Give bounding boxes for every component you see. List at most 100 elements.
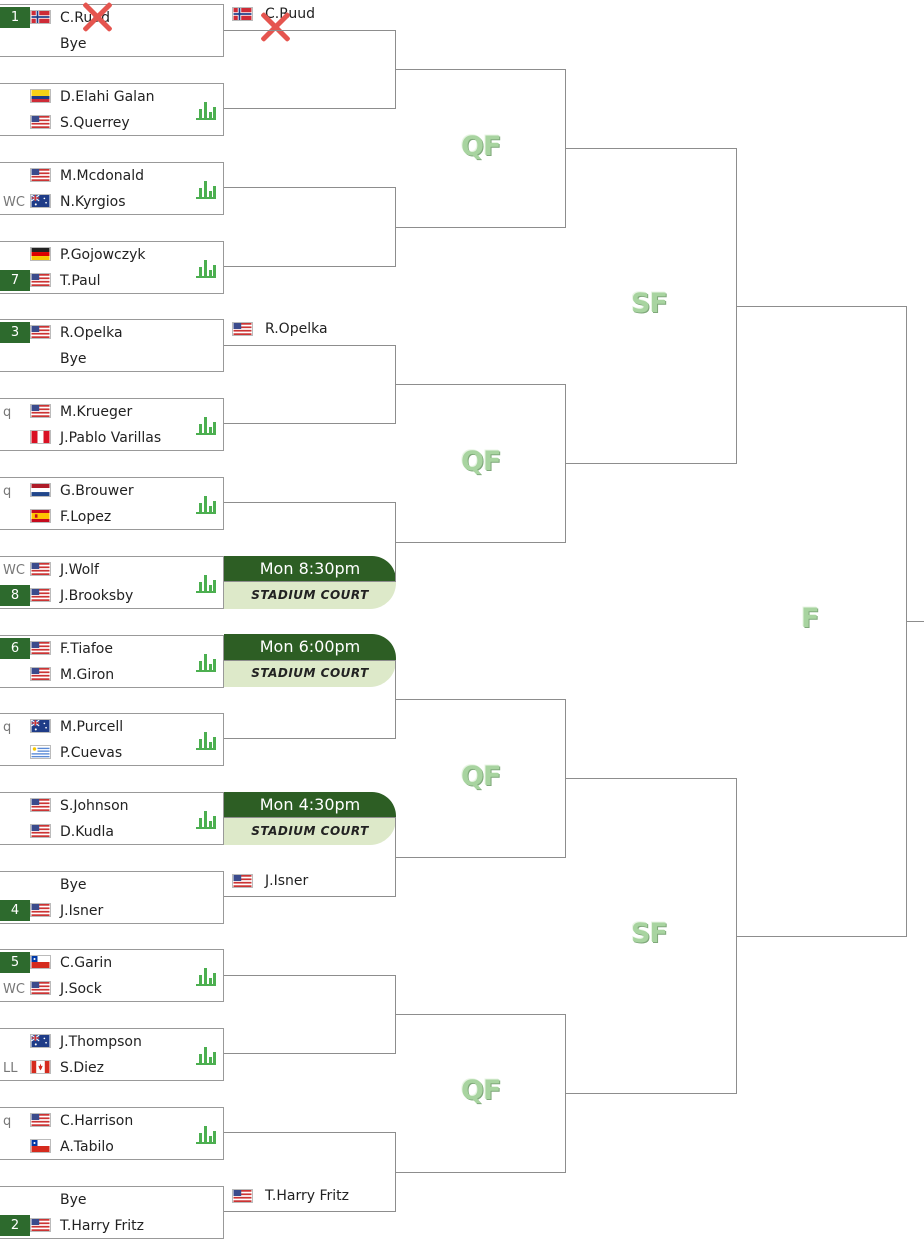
match-stats-icon[interactable] xyxy=(196,1043,218,1065)
flag-usa-icon xyxy=(30,115,51,129)
player-name[interactable]: C.Harrison xyxy=(60,1113,134,1129)
seed-badge: 7 xyxy=(0,270,30,291)
player-name[interactable]: P.Gojowczyk xyxy=(60,247,146,263)
bracket-line xyxy=(395,975,396,1054)
player-name[interactable]: R.Opelka xyxy=(60,325,123,341)
match-box: P.Gojowczyk 7 T.Paul xyxy=(0,241,224,294)
player-name[interactable]: S.Querrey xyxy=(60,115,130,131)
player-name[interactable]: F.Lopez xyxy=(60,509,112,525)
schedule-court: STADIUM COURT xyxy=(224,582,396,609)
player-name[interactable]: S.Diez xyxy=(60,1060,104,1076)
match-stats-icon[interactable] xyxy=(196,177,218,199)
match-stats-icon[interactable] xyxy=(196,807,218,829)
flag-australia-icon xyxy=(30,194,51,208)
bracket-line xyxy=(737,306,907,307)
bracket-line xyxy=(224,1053,396,1054)
bracket-line xyxy=(224,1211,396,1212)
eliminated-x-icon xyxy=(80,0,114,34)
flag-usa-icon xyxy=(30,273,51,287)
match-stats-icon[interactable] xyxy=(196,492,218,514)
round-label-qf: QF xyxy=(461,1075,501,1106)
flag-usa-icon xyxy=(30,562,51,576)
player-name[interactable]: M.Giron xyxy=(60,667,115,683)
bracket-line xyxy=(396,857,566,858)
entry-tag: q xyxy=(3,405,12,420)
player-name[interactable]: S.Johnson xyxy=(60,798,129,814)
seed-badge: 6 xyxy=(0,638,30,659)
match-stats-icon[interactable] xyxy=(196,964,218,986)
schedule-time: Mon 4:30pm xyxy=(224,792,396,818)
bracket-line xyxy=(395,502,396,582)
winner-name: J.Isner xyxy=(265,873,309,889)
player-name[interactable]: C.Garin xyxy=(60,955,113,971)
match-stats-icon[interactable] xyxy=(196,650,218,672)
flag-usa-icon xyxy=(30,667,51,681)
bracket-line xyxy=(224,975,396,976)
flag-usa-icon xyxy=(30,588,51,602)
bracket-line xyxy=(395,660,396,739)
flag-norway-icon xyxy=(232,7,253,21)
bracket-line xyxy=(396,227,566,228)
match-stats-icon[interactable] xyxy=(196,256,218,278)
eliminated-x-icon xyxy=(258,10,292,44)
bracket-line xyxy=(395,30,396,109)
player-name[interactable]: M.Purcell xyxy=(60,719,124,735)
player-name[interactable]: D.Elahi Galan xyxy=(60,89,155,105)
bracket-line xyxy=(907,621,924,622)
match-stats-icon[interactable] xyxy=(196,98,218,120)
player-name[interactable]: A.Tabilo xyxy=(60,1139,114,1155)
flag-usa-icon xyxy=(30,798,51,812)
winner-name: R.Opelka xyxy=(265,321,328,337)
flag-australia-icon xyxy=(30,1034,51,1048)
bracket-line xyxy=(395,187,396,267)
player-name[interactable]: J.Wolf xyxy=(60,562,99,578)
match-stats-icon[interactable] xyxy=(196,1122,218,1144)
bracket-line xyxy=(565,1014,566,1173)
flag-uruguay-icon xyxy=(30,745,51,759)
player-name[interactable]: J.Thompson xyxy=(60,1034,142,1050)
flag-norway-icon xyxy=(30,10,51,24)
bracket-line xyxy=(224,502,396,503)
flag-usa-icon xyxy=(30,1113,51,1127)
player-name[interactable]: M.Mcdonald xyxy=(60,168,144,184)
player-name[interactable]: T.Paul xyxy=(60,273,101,289)
entry-tag: q xyxy=(3,484,12,499)
flag-usa-icon xyxy=(232,322,253,336)
player-name[interactable]: T.Harry Fritz xyxy=(60,1218,144,1234)
schedule-time: Mon 6:00pm xyxy=(224,634,396,660)
bracket-line xyxy=(224,738,396,739)
bracket-line xyxy=(224,581,396,582)
player-name[interactable]: D.Kudla xyxy=(60,824,114,840)
match-stats-icon[interactable] xyxy=(196,728,218,750)
bracket-line xyxy=(565,384,566,543)
bracket-line xyxy=(224,423,396,424)
player-name[interactable]: G.Brouwer xyxy=(60,483,134,499)
player-name[interactable]: F.Tiafoe xyxy=(60,641,113,657)
match-stats-icon[interactable] xyxy=(196,413,218,435)
flag-usa-icon xyxy=(30,1218,51,1232)
player-name[interactable]: J.Sock xyxy=(60,981,102,997)
flag-usa-icon xyxy=(30,325,51,339)
schedule-court: STADIUM COURT xyxy=(224,818,396,845)
match-stats-icon[interactable] xyxy=(196,571,218,593)
bracket-line xyxy=(395,345,396,424)
player-name[interactable]: J.Brooksby xyxy=(60,588,134,604)
flag-usa-icon xyxy=(30,981,51,995)
seed-badge: 3 xyxy=(0,322,30,343)
player-name[interactable]: J.Pablo Varillas xyxy=(60,430,162,446)
flag-germany-icon xyxy=(30,247,51,261)
player-name[interactable]: M.Krueger xyxy=(60,404,133,420)
seed-badge: 5 xyxy=(0,952,30,973)
player-name[interactable]: J.Isner xyxy=(60,903,104,919)
player-name[interactable]: N.Kyrgios xyxy=(60,194,126,210)
bracket-line xyxy=(224,660,396,661)
flag-colombia-icon xyxy=(30,89,51,103)
player-name[interactable]: P.Cuevas xyxy=(60,745,123,761)
